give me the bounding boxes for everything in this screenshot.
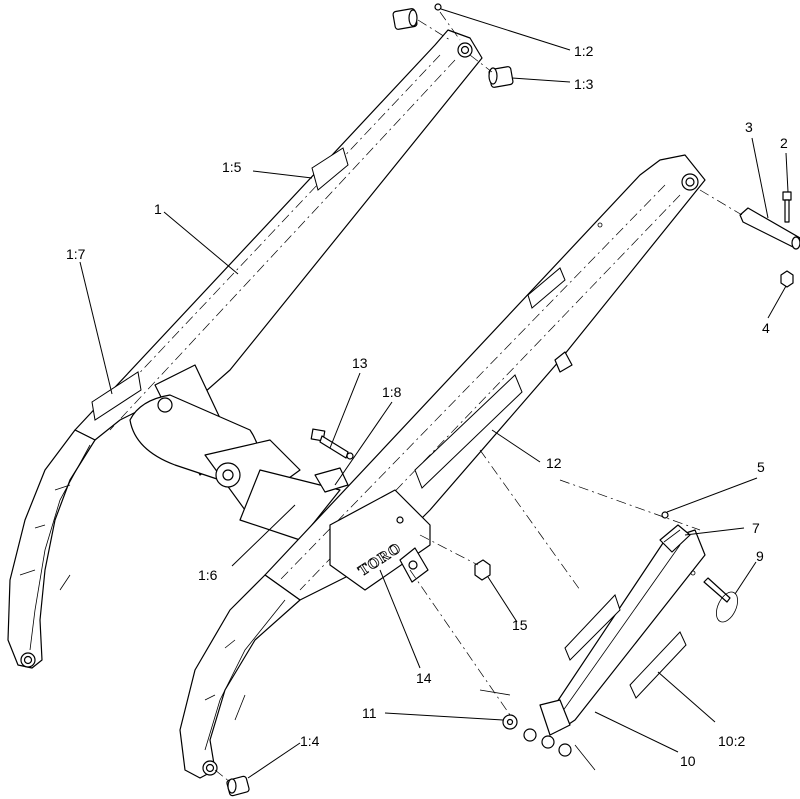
cross-tube [129, 364, 349, 541]
decal-front-arm [527, 267, 566, 309]
decal-1-5 [311, 147, 349, 191]
bracket-7 [659, 524, 691, 553]
callout-1-8: 1:8 [382, 384, 402, 400]
nut-15 [474, 559, 491, 581]
callout-1-2: 1:2 [574, 43, 594, 59]
callout-14: 14 [416, 670, 432, 686]
callout-4: 4 [762, 320, 770, 336]
callout-10-2: 10:2 [718, 733, 745, 749]
callout-labels: 1:2 1:3 3 2 1:5 1 1:7 4 13 1:8 12 5 7 9 … [66, 43, 788, 769]
pin-3 [739, 207, 800, 250]
callout-1-6: 1:6 [198, 567, 218, 583]
pin-1-2 [434, 3, 442, 11]
callout-3: 3 [745, 119, 753, 135]
decal-10-2 [629, 631, 687, 699]
callout-13: 13 [352, 355, 368, 371]
decal-12 [414, 374, 523, 489]
callout-1-4: 1:4 [300, 733, 320, 749]
callout-1-3: 1:3 [574, 76, 594, 92]
bolt-13 [310, 428, 354, 460]
bushing-1-3 [488, 66, 514, 88]
stand-bracket [479, 529, 706, 771]
callout-1: 1 [154, 201, 162, 217]
decal-10-stand [564, 594, 621, 661]
leader-lines [79, 8, 789, 779]
bushing-1-2 [392, 8, 418, 30]
callout-10: 10 [680, 753, 696, 769]
callout-7: 7 [752, 520, 760, 536]
toro-plate: TORO [329, 489, 431, 591]
callout-1-5: 1:5 [222, 159, 242, 175]
callout-1-7: 1:7 [66, 246, 86, 262]
bushing-1-4 [226, 775, 250, 797]
nut-4 [780, 270, 794, 288]
bolt-2 [782, 191, 792, 223]
callout-9: 9 [756, 548, 764, 564]
assembly-lines [214, 11, 743, 783]
callout-5: 5 [757, 459, 765, 475]
callout-15: 15 [512, 617, 528, 633]
front-loader-arm [179, 154, 706, 779]
callout-11: 11 [362, 705, 377, 721]
callout-2: 2 [780, 135, 788, 151]
decal-1-7 [91, 371, 142, 421]
callout-12: 12 [546, 455, 562, 471]
clip-pin-5 [661, 511, 669, 519]
rear-loader-arm [7, 29, 483, 669]
lynch-pin-9 [703, 577, 738, 623]
